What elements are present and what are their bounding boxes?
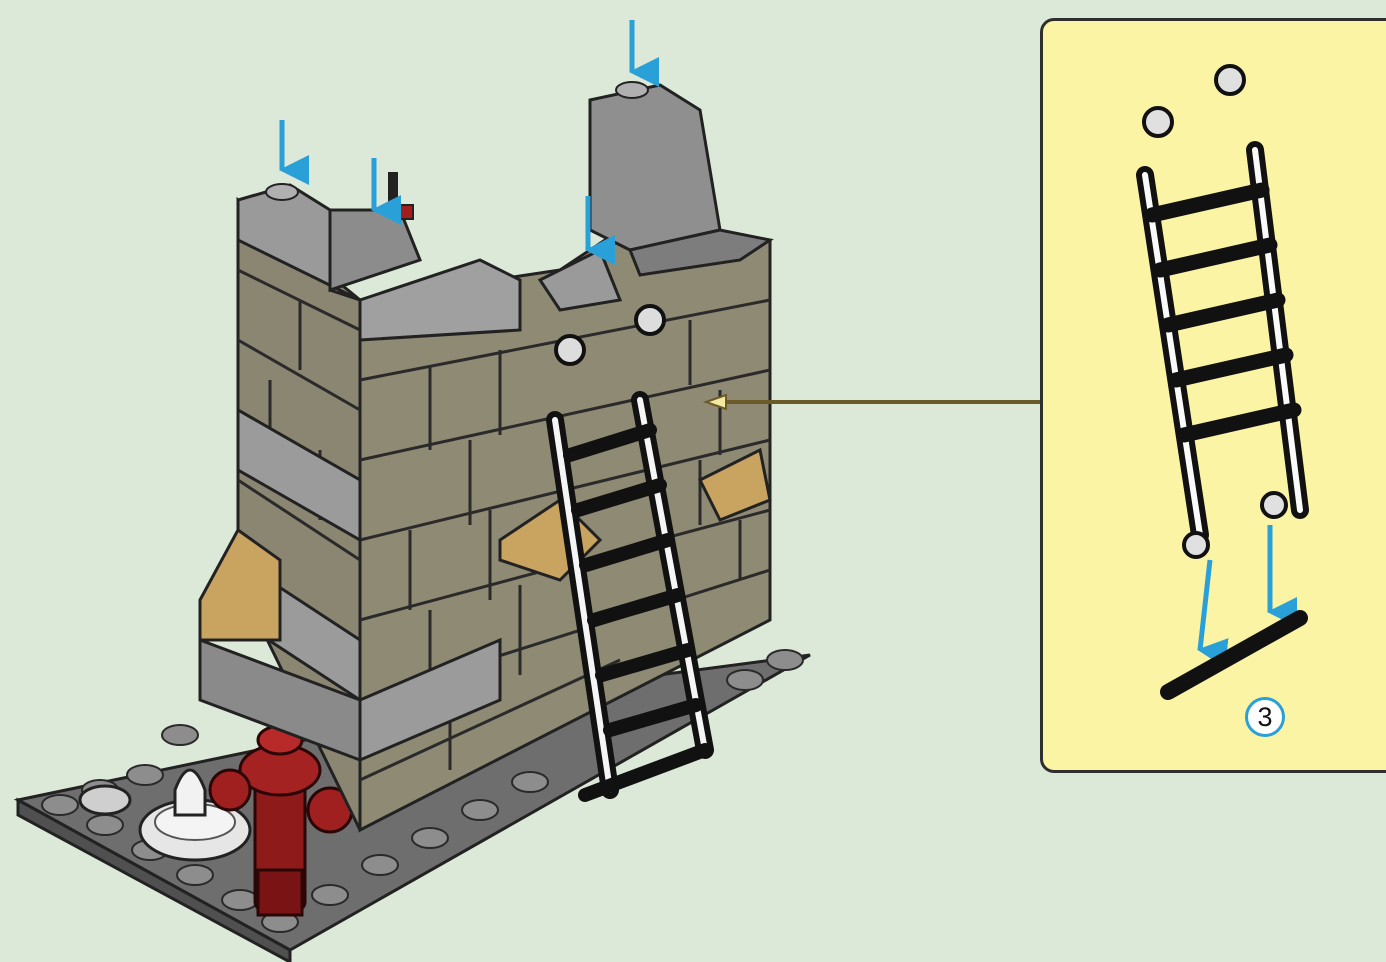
part-arrows [1200,525,1270,650]
quantity-badge: 3 [1245,697,1285,737]
down-arrow-icon [1200,560,1210,650]
ladder-part-icon [1144,66,1300,557]
bar-part-icon [1168,618,1300,692]
